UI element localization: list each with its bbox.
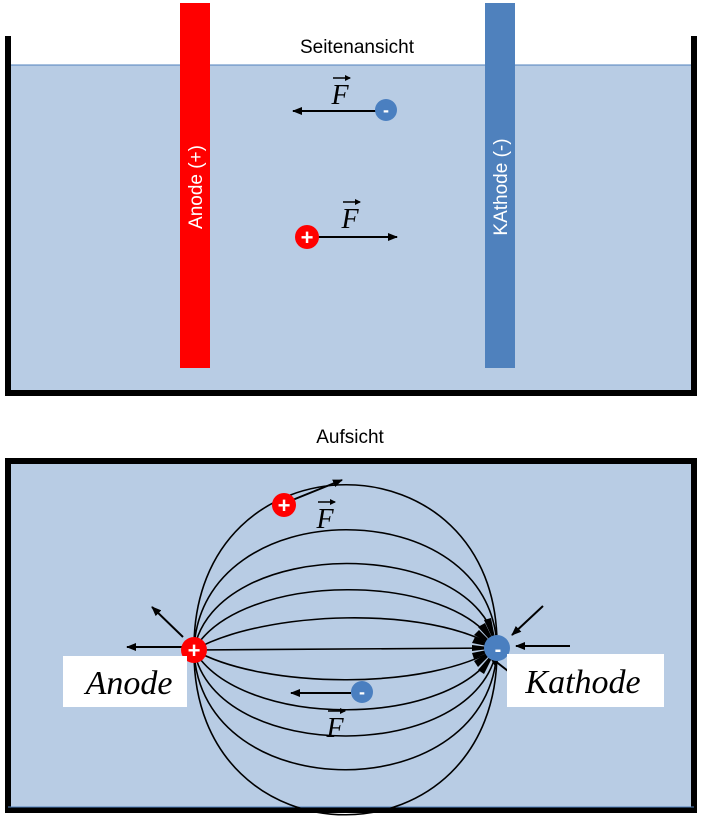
side-view-liquid (8, 65, 694, 390)
top-positive-force-label: F (315, 499, 336, 535)
field-line (193, 483, 498, 651)
field-line (193, 647, 498, 816)
top-cathode-label-box (507, 654, 664, 707)
svg-text:F: F (330, 80, 349, 111)
top-negative-ion-sign: - (359, 682, 365, 702)
field-line (193, 647, 498, 711)
anode-plate (180, 3, 210, 368)
field-line (193, 529, 498, 651)
top-anode-label: Anode (84, 665, 173, 702)
top-cathode-sign: - (495, 639, 502, 661)
top-positive-ion (272, 493, 296, 517)
top-view: Aufsicht (5, 427, 697, 816)
cathode-field-arrow-diagonal (511, 605, 544, 636)
field-line (193, 647, 498, 771)
positive-ion (295, 225, 319, 249)
top-view-title: Aufsicht (316, 427, 384, 448)
top-negative-force-label: F (325, 708, 346, 744)
top-anode (181, 637, 207, 663)
field-lines (193, 483, 498, 816)
top-negative-ion (351, 681, 373, 703)
field-line (193, 588, 498, 651)
field-line (193, 647, 498, 651)
side-view-title: Seitenansicht (300, 37, 415, 58)
svg-text:F: F (315, 504, 334, 535)
negative-force-label: F (330, 75, 351, 111)
negative-ion-sign: - (383, 100, 389, 120)
svg-text:F: F (325, 713, 344, 744)
top-positive-ion-force-arrow (289, 479, 343, 502)
field-line (193, 647, 498, 737)
side-view: Seitenansicht Anode (+) KAthode (-) - F … (5, 3, 697, 396)
top-positive-ion-sign: + (278, 493, 291, 518)
cathode-plate-label: KAthode (-) (491, 138, 512, 235)
positive-ion-sign: + (301, 225, 314, 250)
top-anode-label-box (63, 656, 187, 707)
field-line (193, 562, 498, 651)
anode-plate-label: Anode (+) (186, 145, 207, 229)
top-view-tank (5, 458, 697, 813)
side-view-tank (5, 36, 697, 396)
top-cathode-label: Kathode (524, 664, 640, 701)
top-cathode (484, 635, 510, 661)
top-anode-sign: + (188, 638, 201, 663)
anode-field-arrow-diagonal (151, 606, 184, 638)
positive-force-label: F (340, 199, 361, 235)
top-view-liquid (8, 461, 694, 810)
negative-ion (375, 99, 397, 121)
cathode-plate (485, 3, 515, 368)
field-line (193, 647, 498, 681)
svg-text:F: F (340, 204, 359, 235)
field-line (193, 617, 498, 651)
